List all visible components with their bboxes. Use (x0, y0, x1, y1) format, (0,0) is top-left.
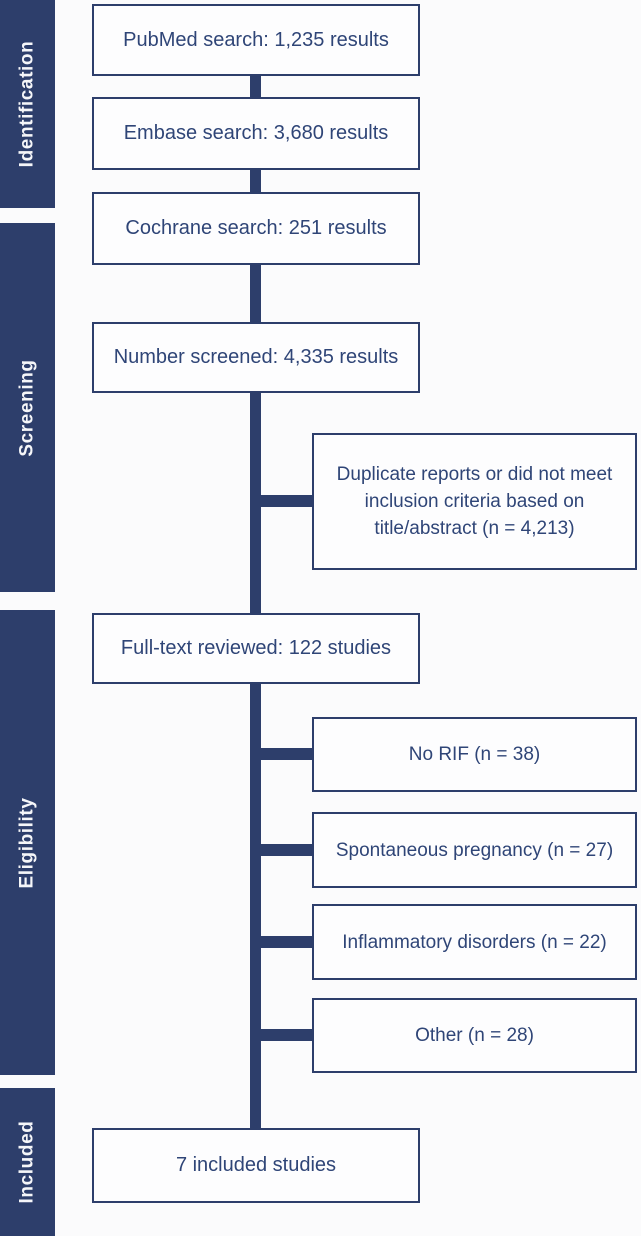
flow-box-full-text-reviewed-text: Full-text reviewed: 122 studies (120, 637, 392, 659)
exclusion-box-inflammatory-disorders-text: Inflammatory disorders (n = 22) (342, 931, 607, 953)
connector-fulltext-included (250, 682, 261, 1130)
connector-cochrane-screened (250, 263, 261, 324)
stage-label-identification: Identification (16, 40, 38, 168)
stage-bar-screening: Screening (0, 223, 55, 592)
flow-box-cochrane-search: Cochrane search: 251 results (92, 192, 420, 265)
connector-branch-other (255, 1029, 313, 1041)
exclusion-box-other: Other (n = 28) (312, 998, 637, 1073)
exclusion-box-spontaneous-pregnancy-text: Spontaneous pregnancy (n = 27) (335, 839, 614, 861)
exclusion-box-duplicates-text: Duplicate reports or did not meet inclus… (336, 464, 613, 539)
stage-bar-included: Included (0, 1088, 55, 1236)
exclusion-box-no-rif: No RIF (n = 38) (312, 717, 637, 792)
stage-label-included: Included (16, 1120, 38, 1204)
flow-box-number-screened: Number screened: 4,335 results (92, 322, 420, 393)
flow-box-number-screened-text: Number screened: 4,335 results (113, 346, 399, 368)
stage-label-eligibility: Eligibility (16, 796, 38, 889)
flow-box-pubmed-search: PubMed search: 1,235 results (92, 4, 420, 76)
stage-bar-eligibility: Eligibility (0, 610, 55, 1075)
flow-box-embase-search: Embase search: 3,680 results (92, 97, 420, 170)
flow-box-embase-search-text: Embase search: 3,680 results (123, 122, 389, 144)
connector-branch-no-rif (255, 748, 313, 760)
exclusion-box-other-text: Other (n = 28) (415, 1025, 534, 1046)
exclusion-box-no-rif-text: No RIF (n = 38) (408, 744, 541, 765)
flow-box-full-text-reviewed: Full-text reviewed: 122 studies (92, 613, 420, 684)
connector-embase-cochrane (250, 168, 261, 194)
connector-branch-spontaneous-pregnancy (255, 844, 313, 856)
exclusion-box-inflammatory-disorders: Inflammatory disorders (n = 22) (312, 904, 637, 980)
flow-box-pubmed-search-text: PubMed search: 1,235 results (123, 28, 389, 51)
exclusion-box-duplicates: Duplicate reports or did not meet inclus… (312, 433, 637, 570)
connector-branch-inflammatory-disorders (255, 936, 313, 948)
stage-label-screening: Screening (16, 358, 38, 457)
flow-box-included-studies-text: 7 included studies (175, 1154, 337, 1176)
connector-branch-duplicate (255, 495, 313, 507)
connector-pubmed-embase (250, 74, 261, 99)
stage-bar-identification: Identification (0, 0, 55, 208)
flow-box-cochrane-search-text: Cochrane search: 251 results (125, 217, 387, 239)
flow-box-included-studies: 7 included studies (92, 1128, 420, 1203)
exclusion-box-spontaneous-pregnancy: Spontaneous pregnancy (n = 27) (312, 812, 637, 888)
